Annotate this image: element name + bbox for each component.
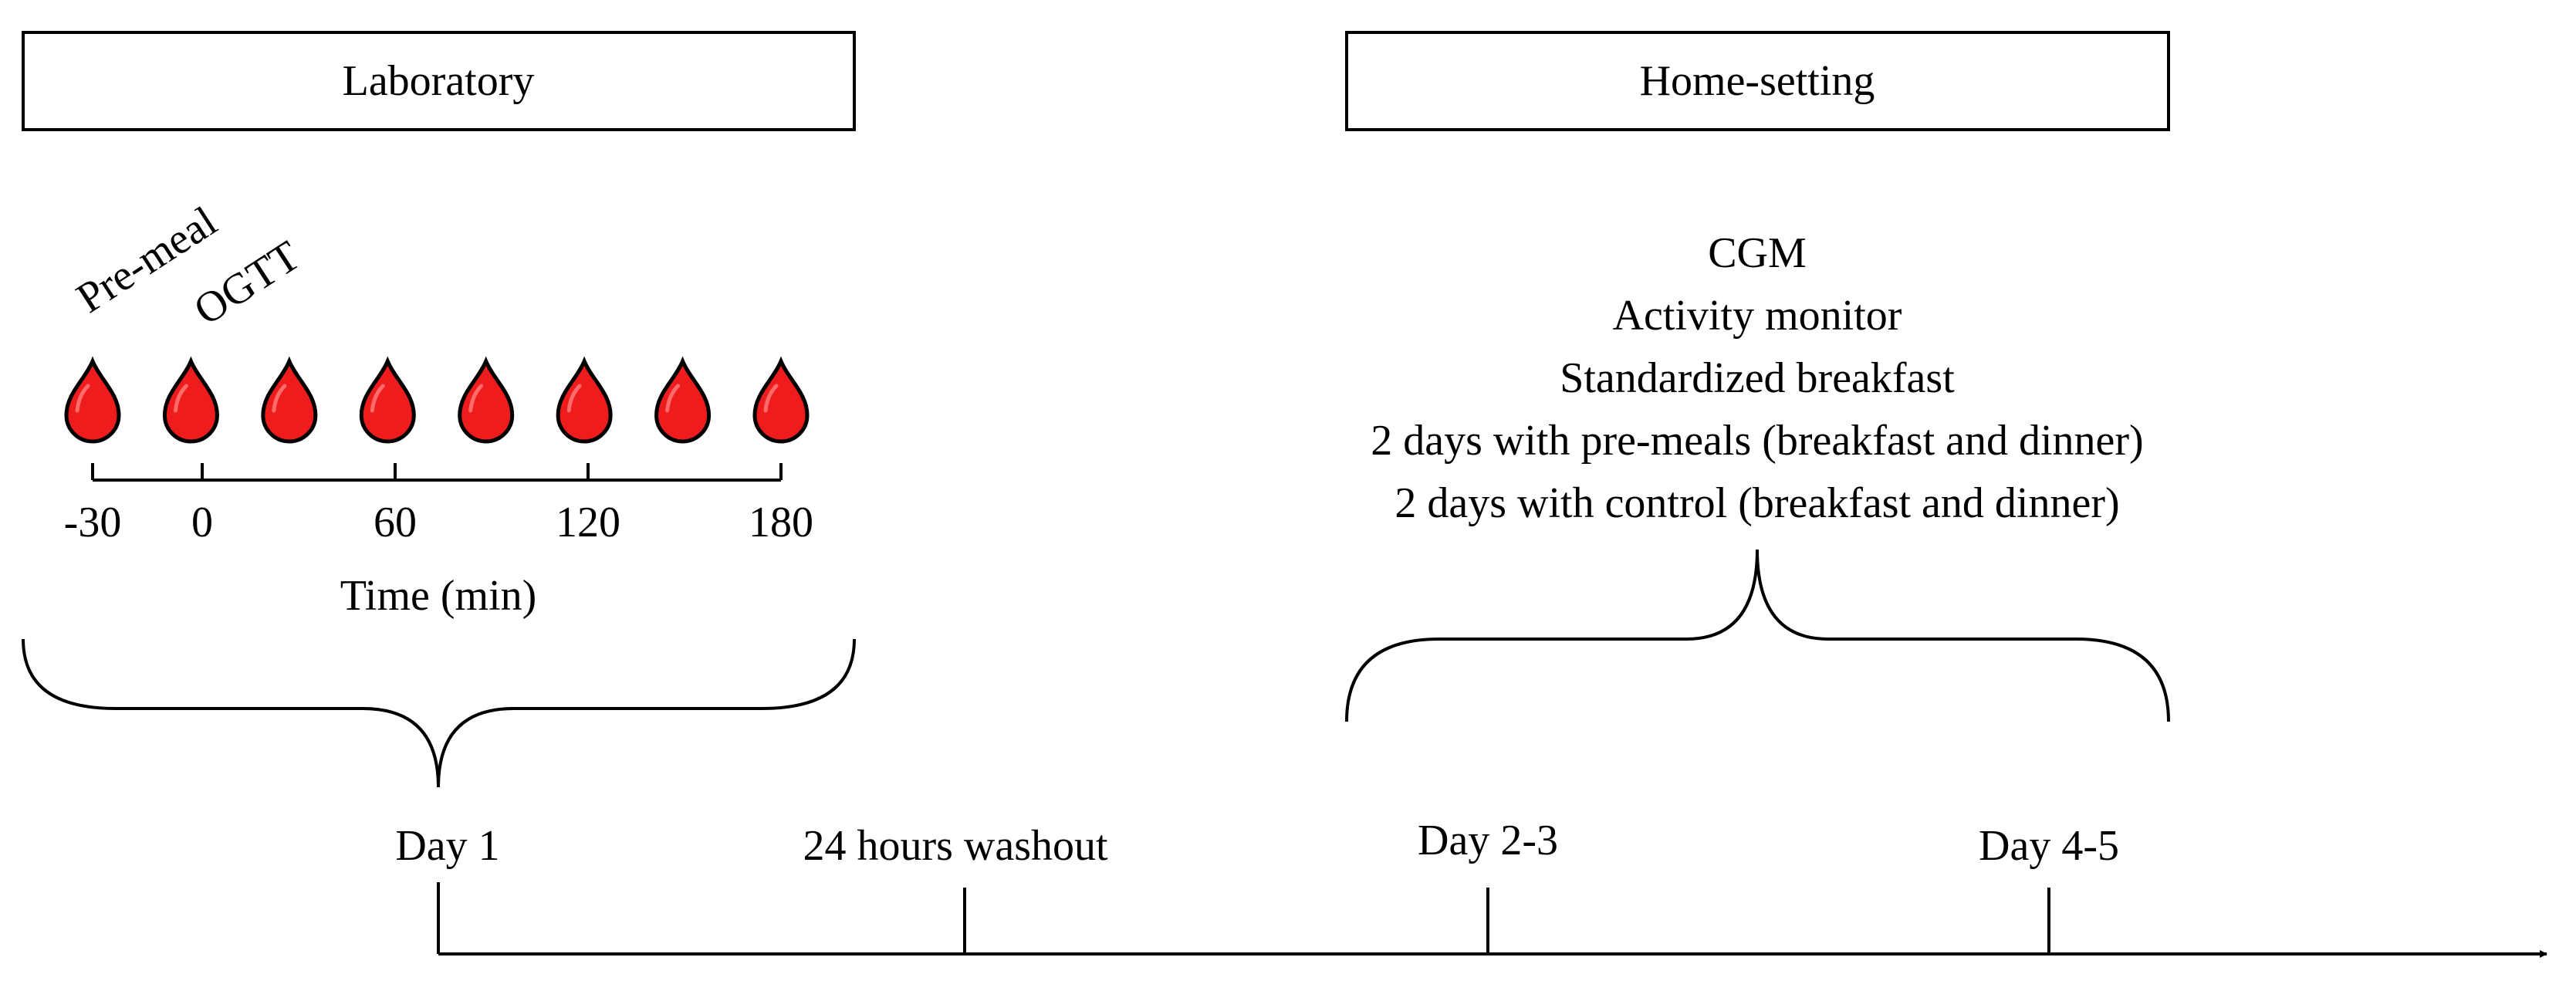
timeline-label-washout: 24 hours washout	[803, 822, 1108, 870]
home-detail-control: 2 days with control (breakfast and dinne…	[1394, 479, 2119, 527]
blood-drop-icon	[64, 356, 121, 444]
tick-label-60: 60	[374, 499, 417, 546]
blood-drop-icon	[654, 356, 712, 444]
home-details: CGM Activity monitor Standardized breakf…	[1371, 229, 2143, 527]
home-detail-cgm: CGM	[1708, 229, 1807, 277]
home-detail-standardized-breakfast: Standardized breakfast	[1560, 354, 1955, 402]
timeline-label-day1: Day 1	[395, 822, 499, 870]
home-detail-premeals: 2 days with pre-meals (breakfast and din…	[1371, 417, 2143, 465]
time-axis: -30 0 60 120 180 Time (min)	[64, 463, 813, 620]
tick-label-180: 180	[749, 499, 813, 546]
time-axis-ticks	[91, 463, 783, 480]
home-setting-box: Home-setting	[1345, 31, 2170, 131]
home-detail-activity-monitor: Activity monitor	[1613, 292, 1902, 340]
blood-drop-icon	[752, 356, 810, 444]
tick-label-0: 0	[191, 499, 213, 546]
timeline-label-day4-5: Day 4-5	[1979, 822, 2119, 870]
blood-drop-icon	[261, 356, 318, 444]
tick-label-minus30: -30	[64, 499, 122, 546]
blood-samples	[64, 356, 810, 444]
laboratory-brace	[22, 638, 856, 788]
laboratory-box: Laboratory	[22, 31, 856, 131]
home-setting-title: Home-setting	[1640, 57, 1875, 105]
blood-drop-icon	[359, 356, 416, 444]
home-setting-brace	[1345, 549, 2170, 722]
blood-drop-icon	[162, 356, 219, 444]
tick-label-120: 120	[556, 499, 620, 546]
blood-drop-icon	[556, 356, 613, 444]
time-axis-label: Time (min)	[340, 572, 537, 620]
timeline-label-day2-3: Day 2-3	[1418, 817, 1558, 864]
study-timeline: Day 1 24 hours washout Day 2-3 Day 4-5	[395, 817, 2547, 958]
laboratory-title: Laboratory	[343, 57, 535, 105]
blood-drop-icon	[458, 356, 515, 444]
